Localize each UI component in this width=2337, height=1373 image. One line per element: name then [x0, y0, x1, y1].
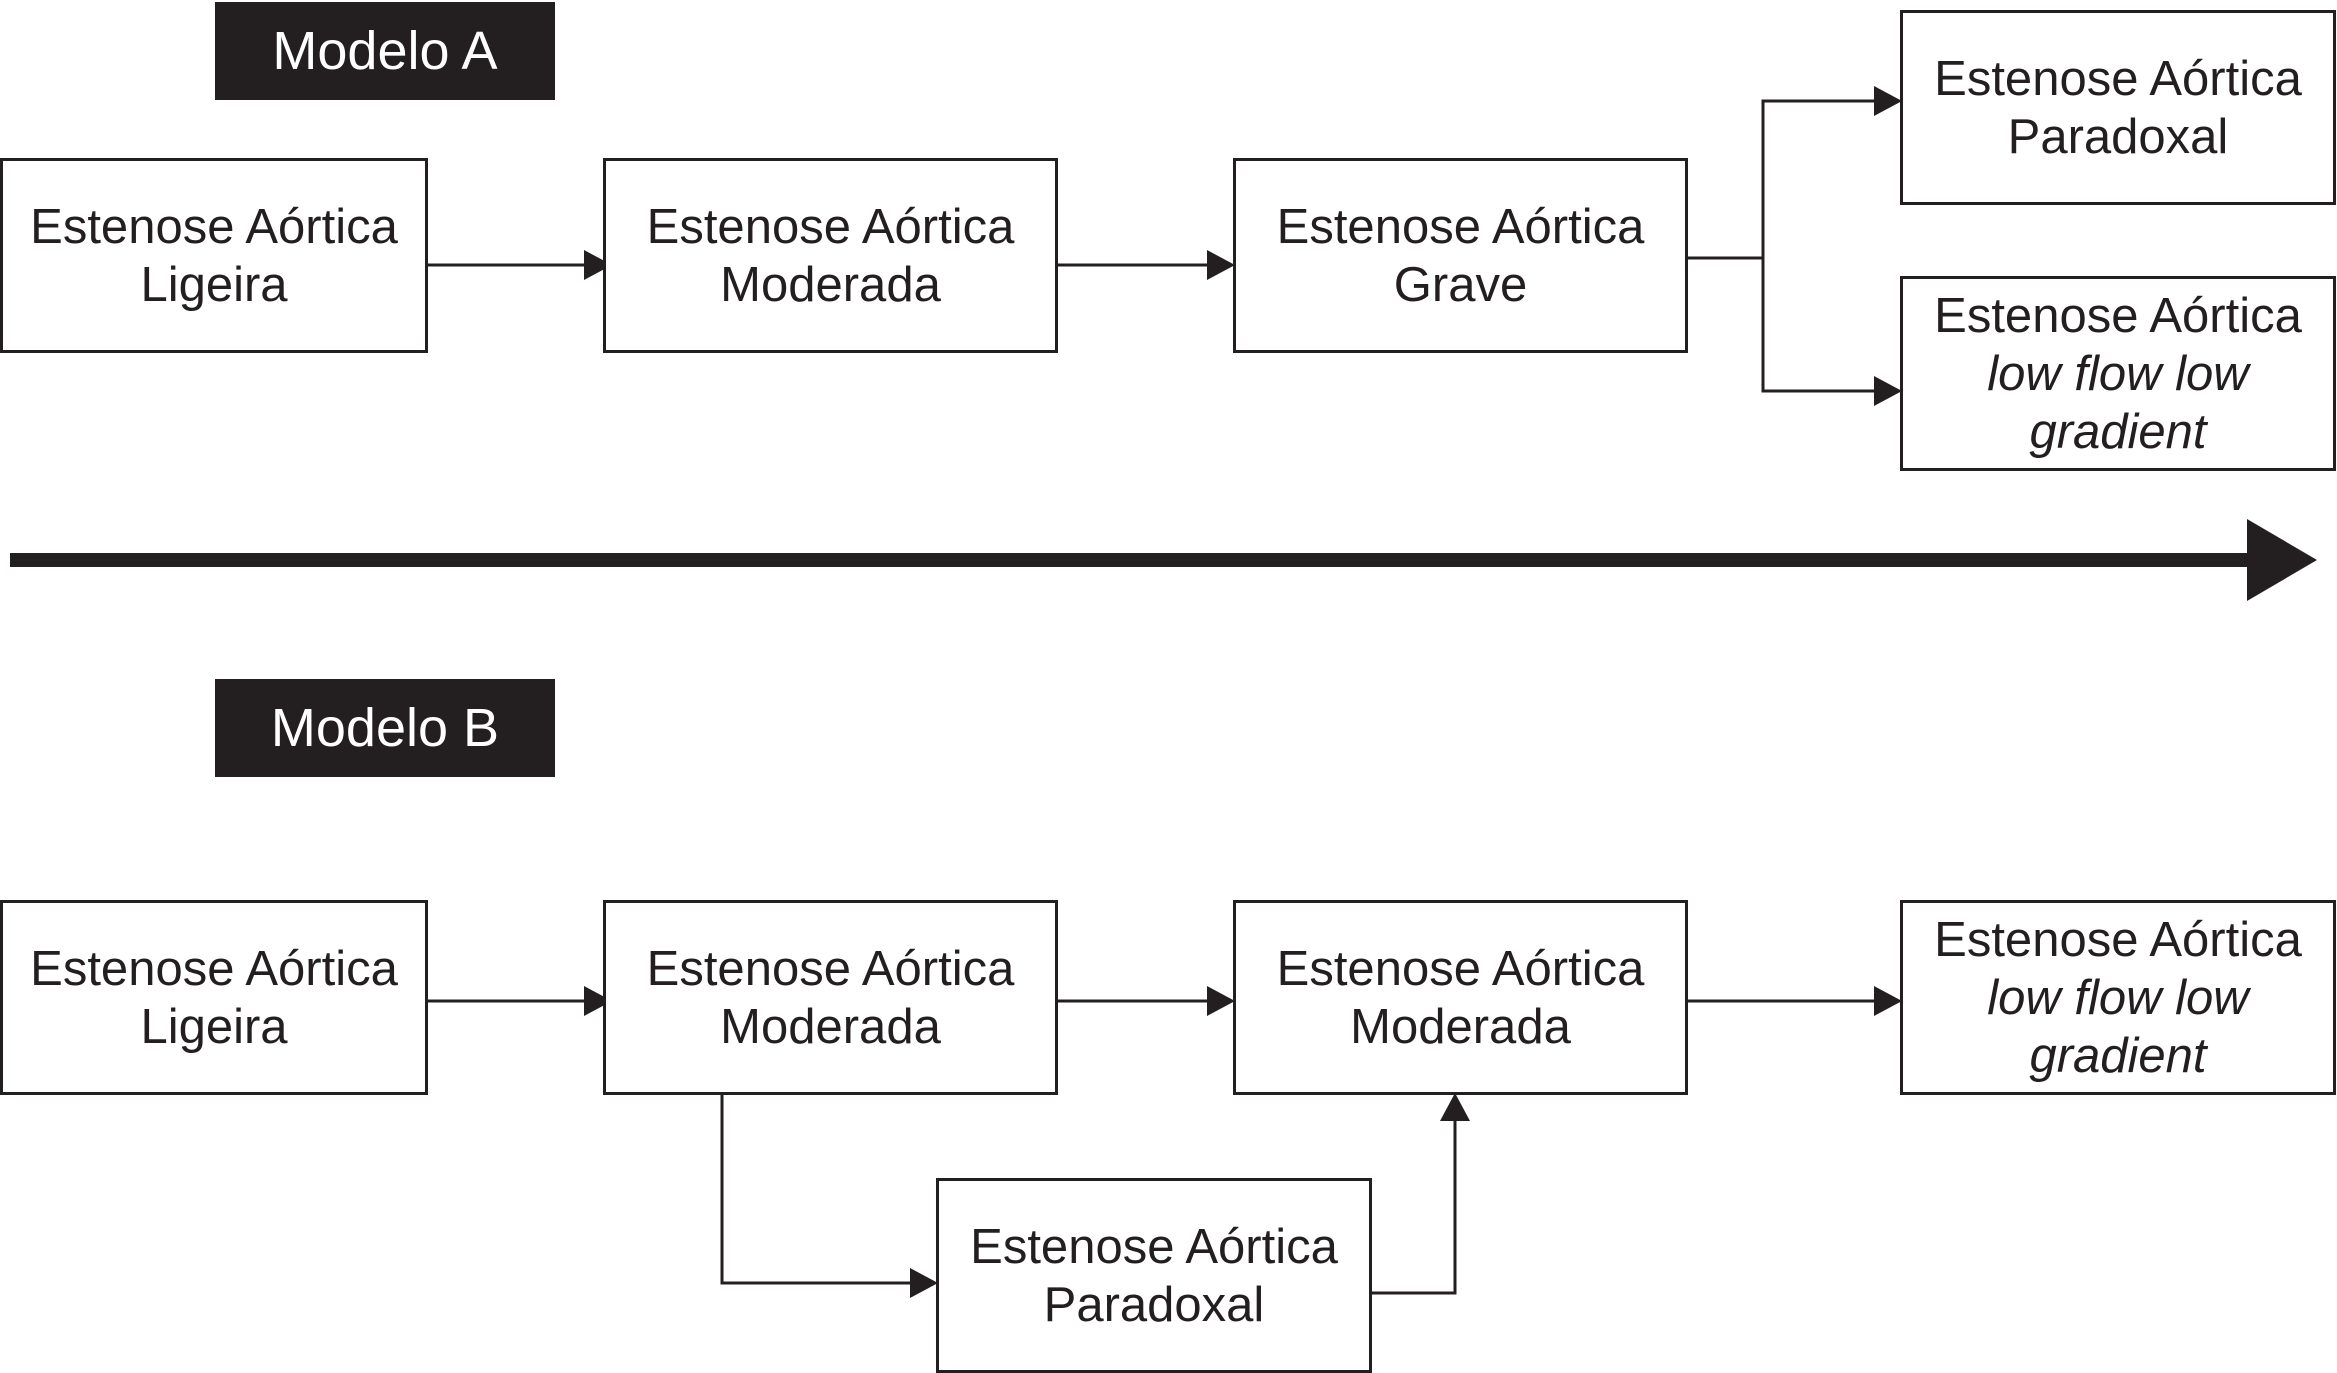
- node-text-line: Estenose Aórtica: [1934, 51, 2302, 106]
- node-text-line: Estenose Aórtica: [1276, 199, 1645, 254]
- node-b-moderada-1: Estenose Aórtica Moderada: [603, 900, 1058, 1095]
- arrowhead-a-1: [584, 250, 612, 280]
- arrowhead-a-4: [1874, 376, 1902, 406]
- node-text-line: Moderada: [1350, 999, 1571, 1054]
- arrowhead-b-1: [584, 986, 612, 1016]
- node-text-line: Ligeira: [140, 999, 288, 1054]
- node-text-line: Estenose Aórtica: [970, 1219, 1338, 1274]
- node-b-paradoxal: Estenose Aórtica Paradoxal: [936, 1178, 1372, 1373]
- node-b-moderada-2: Estenose Aórtica Moderada: [1233, 900, 1688, 1095]
- node-text-line: Moderada: [720, 257, 941, 312]
- node-text-line: Estenose Aórtica: [30, 199, 398, 254]
- node-text-line: Moderada: [720, 999, 941, 1054]
- node-b-low-flow-low-gradient: Estenose Aórtica low flow low gradient: [1900, 900, 2336, 1095]
- arrow-a-grave-to-paradoxal: [1688, 99, 1882, 260]
- node-text-line: Estenose Aórtica: [646, 199, 1015, 254]
- model-a-label-text: Modelo A: [272, 21, 498, 81]
- node-text-line: Estenose Aórtica: [30, 941, 398, 996]
- timeline-arrowhead: [2247, 519, 2317, 601]
- arrowhead-b-4: [910, 1268, 938, 1298]
- node-text-line-italic: gradient: [2029, 1028, 2207, 1083]
- timeline-shaft: [10, 553, 2260, 567]
- node-text-line: Estenose Aórtica: [1276, 941, 1645, 996]
- arrow-b-moderada-to-paradoxal: [720, 1095, 918, 1285]
- node-a-grave: Estenose Aórtica Grave: [1233, 158, 1688, 353]
- node-text-line-italic: gradient: [2029, 404, 2207, 459]
- node-a-low-flow-low-gradient: Estenose Aórtica low flow low gradient: [1900, 276, 2336, 471]
- node-text-line: Grave: [1393, 257, 1528, 312]
- arrowhead-b-5: [1440, 1093, 1470, 1121]
- node-text-line: Paradoxal: [2007, 109, 2229, 164]
- model-a-label: Modelo A: [215, 2, 555, 100]
- arrowhead-a-3: [1874, 86, 1902, 116]
- arrowhead-b-2: [1207, 986, 1235, 1016]
- arrow-b-paradoxal-to-moderada: [1372, 1113, 1457, 1295]
- model-b-label: Modelo B: [215, 679, 555, 777]
- node-text-line: Ligeira: [140, 257, 288, 312]
- node-text-line: Estenose Aórtica: [1934, 912, 2302, 967]
- node-a-ligeira: Estenose Aórtica Ligeira: [0, 158, 428, 353]
- node-text-line: Paradoxal: [1043, 1277, 1265, 1332]
- node-a-paradoxal: Estenose Aórtica Paradoxal: [1900, 10, 2336, 205]
- node-text-line-italic: low flow low: [1987, 970, 2249, 1025]
- arrow-a-grave-to-lflg: [1761, 258, 1882, 393]
- node-text-line: Estenose Aórtica: [1934, 288, 2302, 343]
- arrowhead-a-2: [1207, 250, 1235, 280]
- node-b-ligeira: Estenose Aórtica Ligeira: [0, 900, 428, 1095]
- node-a-moderada: Estenose Aórtica Moderada: [603, 158, 1058, 353]
- model-b-label-text: Modelo B: [270, 698, 500, 758]
- arrowhead-b-3: [1874, 986, 1902, 1016]
- node-text-line-italic: low flow low: [1987, 346, 2249, 401]
- node-text-line: Estenose Aórtica: [646, 941, 1015, 996]
